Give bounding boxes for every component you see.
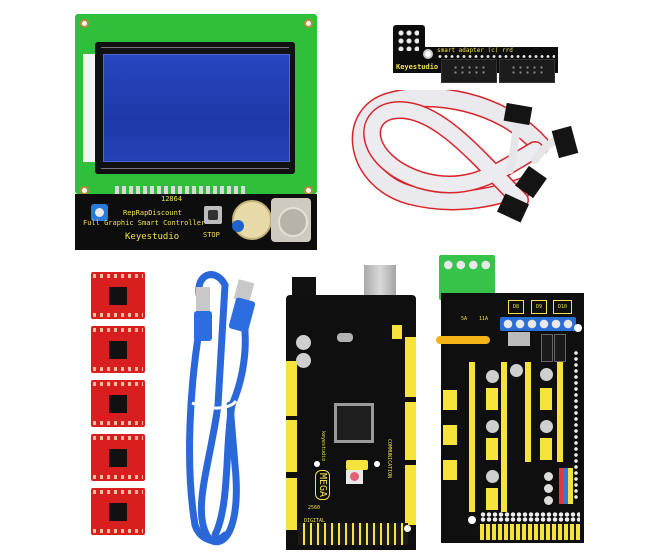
adapter-mount-hole (423, 49, 433, 59)
lcd-screen (103, 54, 290, 162)
power2-label: 11A (479, 316, 489, 322)
polyfuse (436, 336, 490, 344)
stop-button-label: STOP (203, 231, 220, 239)
lcd-pin-header (115, 186, 245, 194)
terminal-label-d10: D10 (553, 300, 573, 314)
stepper-driver (91, 380, 145, 427)
usb-b-plug (233, 279, 255, 303)
mega-label: MEGA (315, 470, 330, 501)
lcd-model-label: 12864 (161, 195, 183, 203)
atmega-chip (334, 403, 374, 443)
digital-header-2[interactable] (405, 402, 416, 460)
usb-cable (186, 271, 256, 546)
contrast-potentiometer[interactable] (91, 204, 108, 221)
driver-socket[interactable] (469, 362, 475, 512)
idc-connector (503, 102, 533, 126)
mega-2560-board: MEGA 2560 keyestudio COMMUNICATION DIGIT… (284, 265, 419, 550)
endstop-headers[interactable] (559, 468, 573, 504)
digital-double-header[interactable] (298, 523, 408, 545)
stepper-driver (91, 326, 145, 373)
power-label: 5A (461, 316, 468, 322)
lcd-brand: Keyestudio (125, 232, 180, 242)
comm-header[interactable] (405, 465, 416, 525)
lcd-backlight-strip (83, 54, 97, 162)
adapter-connector-exp1[interactable] (499, 59, 555, 83)
mount-hole (304, 19, 313, 28)
digital-header-1[interactable] (405, 337, 416, 397)
idc-connector (551, 125, 579, 159)
adapter-brand: Keyestudio (396, 63, 439, 71)
ramps-board: D8 D9 D10 5A 11A (436, 250, 586, 550)
mount-hole (80, 19, 89, 28)
mega-variant: 2560 (308, 505, 321, 511)
green-power-terminal[interactable] (439, 255, 495, 300)
comm-section-label: COMMUNICATION (386, 439, 392, 479)
driver-socket[interactable] (525, 362, 531, 462)
mega-brand: keyestudio (320, 431, 326, 462)
adapter-label: smart adapter (c) rrd (437, 47, 513, 54)
driver-socket[interactable] (501, 362, 507, 512)
power-header[interactable] (286, 361, 297, 416)
lcd-title-line2: Full Graphic Smart Controller (83, 219, 206, 227)
smart-adapter-board: smart adapter (c) rrd Keyestudio (393, 25, 558, 83)
driver-socket[interactable] (557, 362, 563, 462)
blue-output-terminal[interactable] (500, 317, 576, 331)
ribbon-cables (351, 90, 579, 223)
idc-connector (515, 165, 547, 199)
stepper-driver (91, 488, 145, 535)
buzzer (232, 200, 272, 240)
rotary-encoder-knob[interactable] (271, 198, 311, 242)
analog-header-1[interactable] (286, 420, 297, 472)
terminal-label-d8: D8 (508, 300, 525, 314)
terminal-label-d9: D9 (531, 300, 548, 314)
lcd-control-pcb: 12864 RepRapDiscount Full Graphic Smart … (75, 194, 317, 250)
reset-button[interactable] (346, 470, 363, 484)
usb-a-plug (196, 287, 210, 313)
analog-header-2[interactable] (286, 478, 297, 530)
idc-connector (496, 193, 530, 223)
stepper-driver-stack (88, 272, 148, 542)
stepper-driver (91, 434, 145, 481)
aux-pin-header[interactable] (480, 512, 580, 522)
lcd-title-line1: RepRapDiscount (123, 209, 183, 217)
digital-section-label: DIGITAL (304, 518, 326, 524)
stepper-driver (91, 272, 145, 319)
lcd-controller-module: 12864 RepRapDiscount Full Graphic Smart … (70, 14, 321, 252)
adapter-connector-exp2[interactable] (441, 59, 497, 83)
stop-button[interactable] (204, 206, 222, 224)
